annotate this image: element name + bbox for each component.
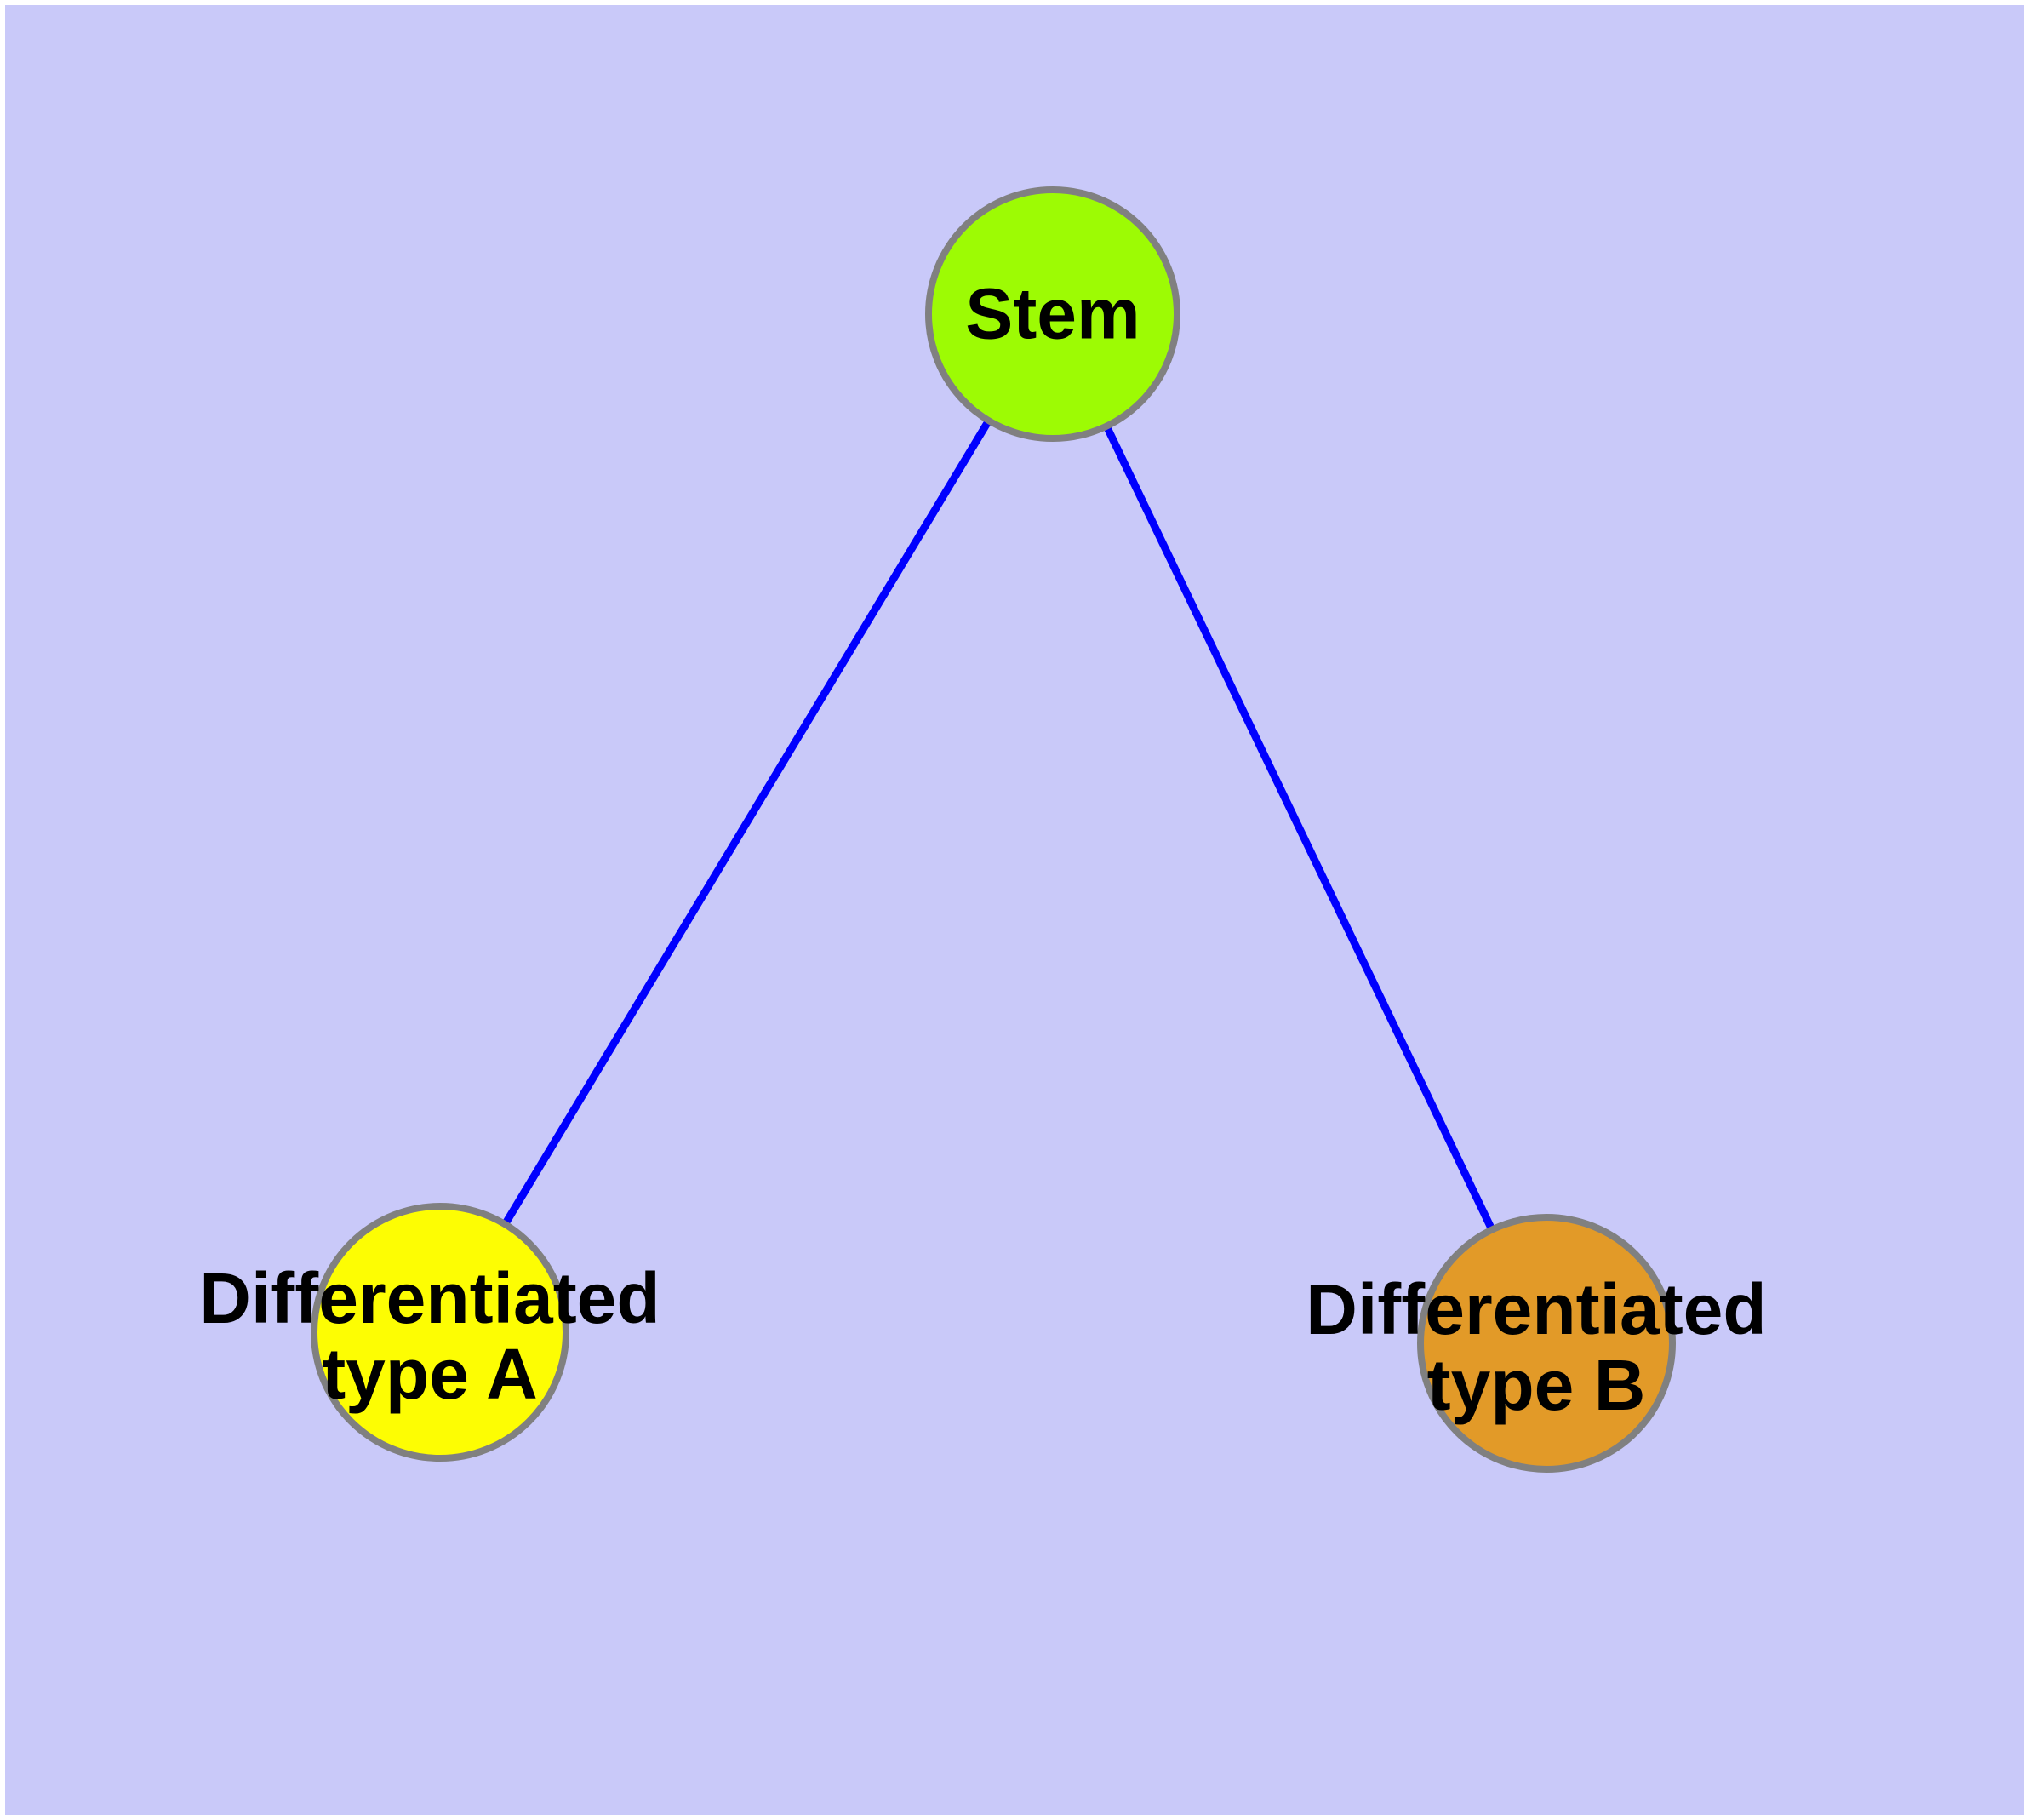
node-differentiated-type-a[interactable] bbox=[311, 1203, 569, 1462]
edge-stem-to-differentiated-type-a bbox=[437, 312, 1056, 1335]
edge-stem-to-differentiated-type-b bbox=[1049, 312, 1551, 1345]
node-stem[interactable] bbox=[925, 186, 1180, 442]
node-differentiated-type-b[interactable] bbox=[1417, 1214, 1676, 1473]
edges-layer bbox=[437, 312, 1551, 1345]
nodes-layer bbox=[311, 186, 1676, 1473]
